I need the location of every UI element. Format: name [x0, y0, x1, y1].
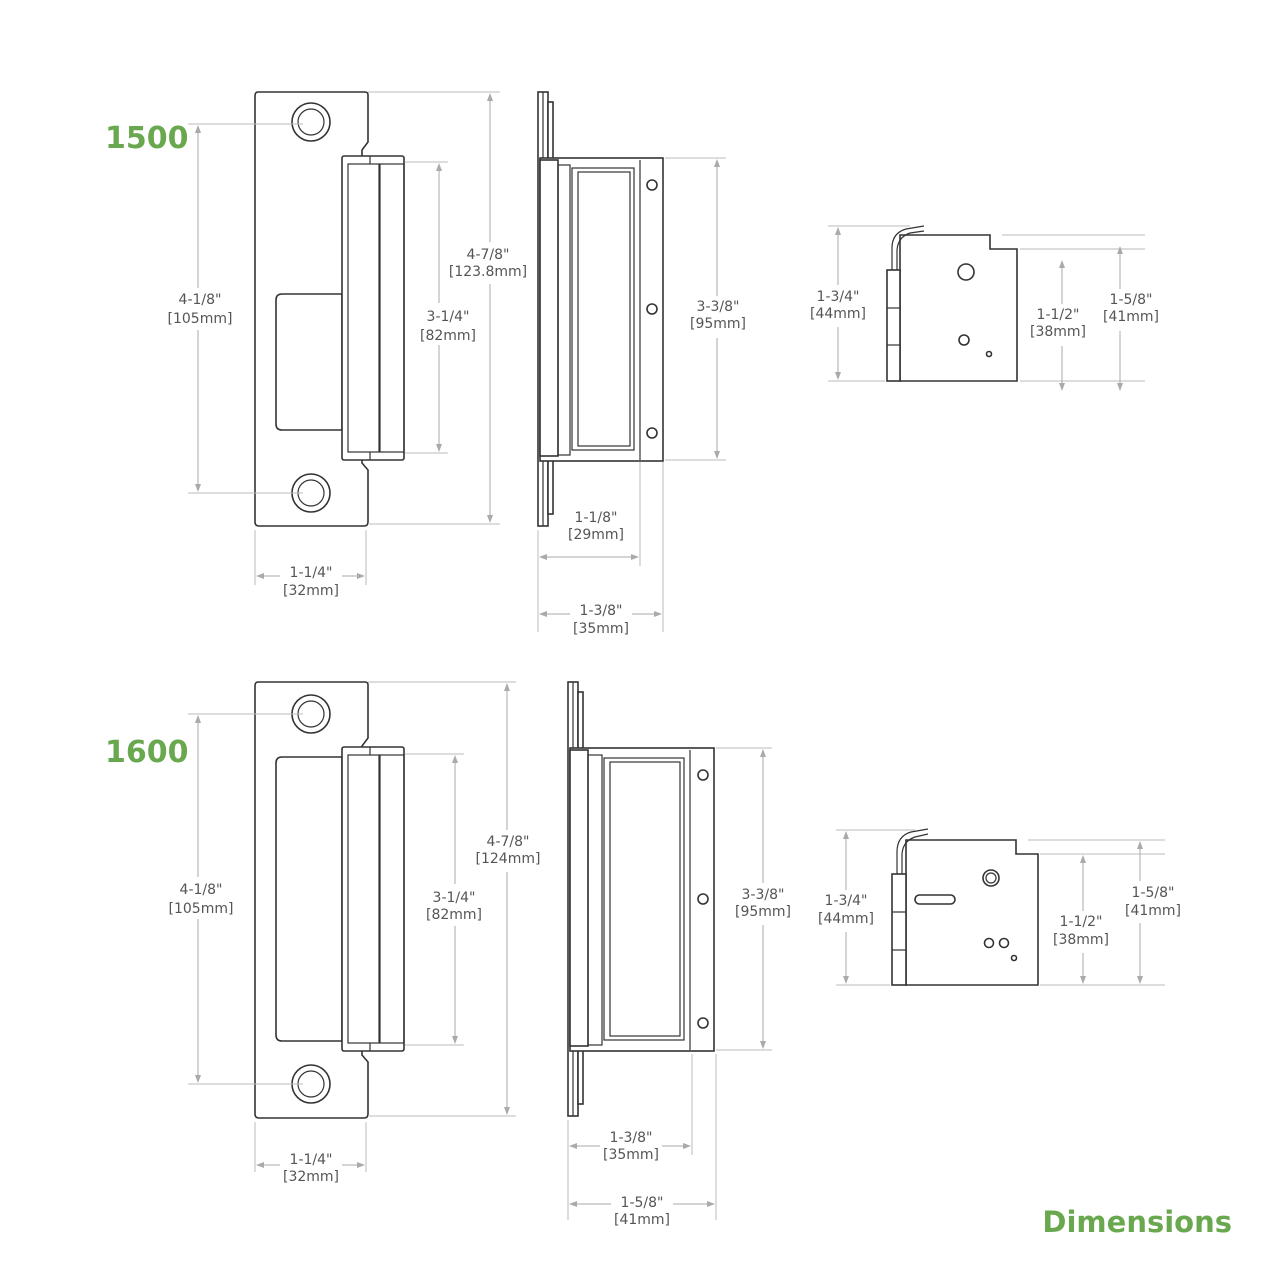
dimensions-title: Dimensions	[1042, 1205, 1232, 1239]
dim-end-height-b-1500: 1-1/2"	[1037, 307, 1080, 323]
side-view-1600	[567, 681, 715, 1117]
end-dims-1500: 1-3/4" [44mm] 1-1/2" [38mm] 1-5/8" [41mm…	[808, 225, 1162, 391]
dim-end-height-c-mm-1600: [41mm]	[1125, 903, 1181, 919]
dim-hole-spacing-mm-1600: [105mm]	[169, 901, 234, 917]
dim-depth-a-mm-1600: [35mm]	[603, 1147, 659, 1163]
faceplate-dims-1600: 4-1/8" [105mm] 3-1/4" [82mm] 4-7/8" [124…	[165, 681, 544, 1187]
faceplate-dims-1500: 4-1/8" [105mm] 3-1/4" [82mm] 4-7/8" [123…	[165, 91, 528, 600]
dim-hole-spacing-1600: 4-1/8"	[180, 882, 223, 898]
dim-body-height-1600: 3-3/8"	[742, 887, 785, 903]
dim-end-height-b-mm-1500: [38mm]	[1030, 324, 1086, 340]
dim-end-height-a-1500: 1-3/4"	[817, 289, 860, 305]
end-dims-1600: 1-3/4" [44mm] 1-1/2" [38mm] 1-5/8" [41mm…	[815, 829, 1184, 986]
end-view-1500	[886, 225, 1018, 382]
dim-depth-b-mm-1500: [35mm]	[573, 621, 629, 637]
end-view-1600	[891, 828, 1039, 986]
dim-end-height-c-mm-1500: [41mm]	[1103, 309, 1159, 325]
dim-width-1600: 1-1/4"	[290, 1152, 333, 1168]
dim-keeper-height-1500: 3-1/4"	[427, 309, 470, 325]
dim-depth-a-1500: 1-1/8"	[575, 510, 618, 526]
dim-keeper-height-1600: 3-1/4"	[433, 890, 476, 906]
dim-overall-height-1500: 4-7/8"	[467, 247, 510, 263]
dim-hole-spacing-1500: 4-1/8"	[179, 292, 222, 308]
dim-end-height-b-1600: 1-1/2"	[1060, 914, 1103, 930]
model-1600-group: 1600 4-1/8" [105mm] 3	[105, 681, 1184, 1228]
dim-keeper-height-mm-1600: [82mm]	[426, 907, 482, 923]
dim-width-1500: 1-1/4"	[290, 565, 333, 581]
faceplate-front-1600	[254, 681, 405, 1119]
dim-end-height-c-1600: 1-5/8"	[1132, 885, 1175, 901]
model-1500-title: 1500	[105, 121, 189, 156]
side-dims-1600: 3-3/8" [95mm] 1-3/8" [35mm] 1-5/8" [41mm…	[567, 747, 795, 1228]
dim-depth-b-1600: 1-5/8"	[621, 1195, 664, 1211]
dim-overall-height-mm-1500: [123.8mm]	[449, 264, 527, 280]
dim-hole-spacing-mm-1500: [105mm]	[168, 311, 233, 327]
side-view-1500	[537, 91, 664, 527]
faceplate-front-1500	[254, 91, 405, 527]
side-dims-1500: 3-3/8" [95mm] 1-1/8" [29mm] 1-3/8" [35mm…	[537, 157, 750, 637]
model-1500-group: 1500 4-1/8" [105mm] 3	[105, 91, 1162, 637]
dim-depth-a-mm-1500: [29mm]	[568, 527, 624, 543]
dim-end-height-a-mm-1600: [44mm]	[818, 911, 874, 927]
dim-keeper-height-mm-1500: [82mm]	[420, 328, 476, 344]
dim-width-mm-1500: [32mm]	[283, 583, 339, 599]
dim-overall-height-1600: 4-7/8"	[487, 834, 530, 850]
dim-depth-b-mm-1600: [41mm]	[614, 1212, 670, 1228]
dim-depth-b-1500: 1-3/8"	[580, 603, 623, 619]
dim-depth-a-1600: 1-3/8"	[610, 1130, 653, 1146]
dim-end-height-a-1600: 1-3/4"	[825, 893, 868, 909]
dim-end-height-c-1500: 1-5/8"	[1110, 292, 1153, 308]
dim-body-height-1500: 3-3/8"	[697, 299, 740, 315]
dim-overall-height-mm-1600: [124mm]	[476, 851, 541, 867]
dim-end-height-b-mm-1600: [38mm]	[1053, 932, 1109, 948]
dim-body-height-mm-1600: [95mm]	[735, 904, 791, 920]
dim-body-height-mm-1500: [95mm]	[690, 316, 746, 332]
dim-end-height-a-mm-1500: [44mm]	[810, 306, 866, 322]
model-1600-title: 1600	[105, 735, 189, 770]
dim-width-mm-1600: [32mm]	[283, 1169, 339, 1185]
